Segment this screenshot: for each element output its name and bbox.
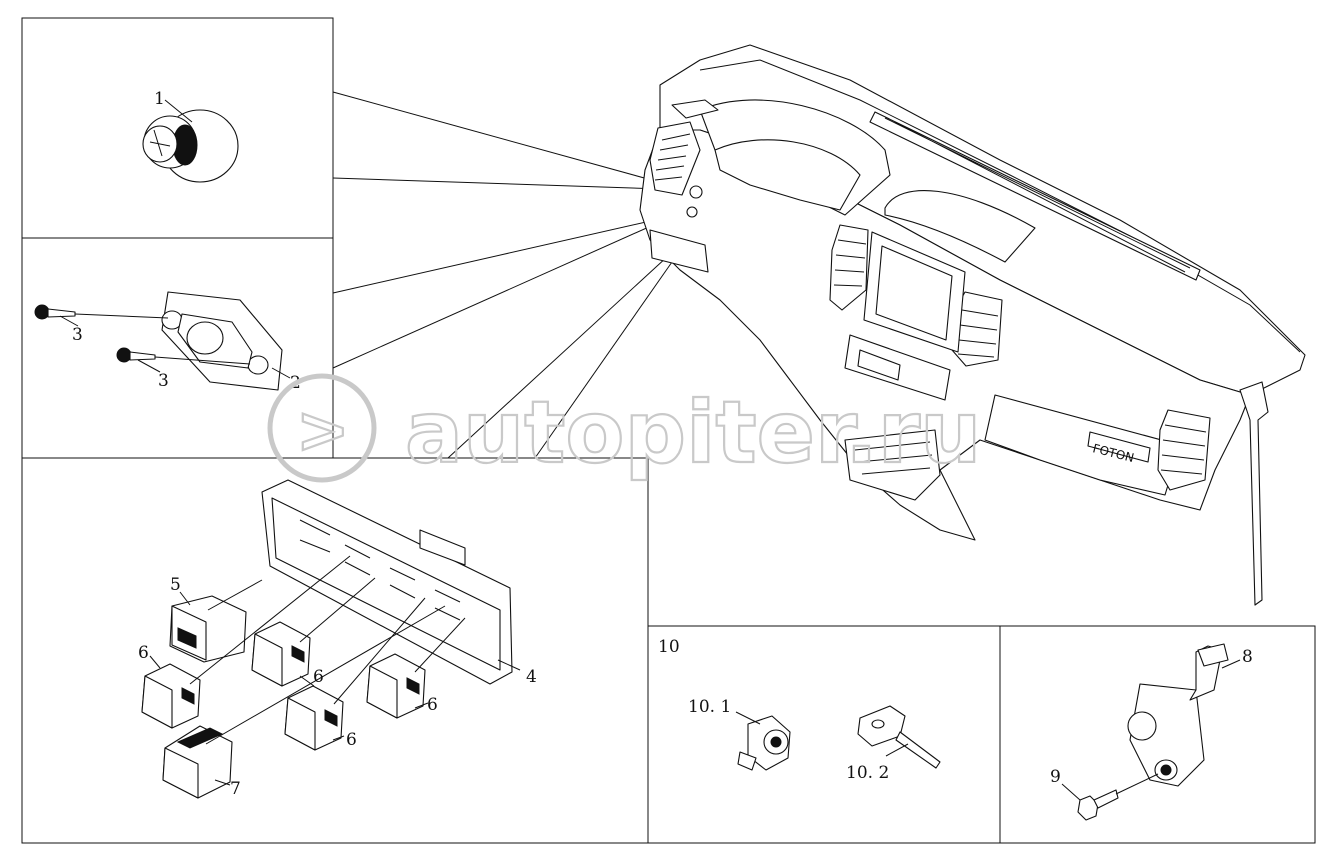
label-6c: 6: [346, 730, 357, 750]
leader-1: [332, 91, 696, 193]
label-4: 4: [526, 667, 537, 687]
lower-storage-net: [844, 429, 941, 501]
label-6d: 6: [427, 695, 438, 715]
leader-4b: [534, 261, 673, 459]
part-6-switch-a: 6: [138, 555, 351, 729]
part-10-2-key: 10. 2: [846, 705, 941, 783]
leader-lines: [332, 91, 696, 459]
frame-part-2-3: [21, 237, 334, 459]
label-7: 7: [230, 779, 241, 799]
part-9-bolt: 9: [1050, 767, 1159, 821]
panel-frames: [21, 17, 1316, 844]
label-6a: 6: [138, 643, 149, 663]
switch-mount-hole-2: [686, 206, 698, 218]
label-10-1: 10. 1: [688, 697, 731, 717]
leader-2a: [332, 177, 693, 191]
right-side-vent: [1157, 409, 1211, 491]
left-switch-bezel-slot: [649, 229, 709, 273]
part-10-1-lock-cylinder: 10. 1: [688, 697, 791, 771]
part-6-switch-b: 6: [251, 577, 376, 687]
frame-parts-8-9: [999, 625, 1316, 844]
label-10-2: 10. 2: [846, 763, 889, 783]
leader-3: [332, 221, 661, 369]
dash-top-ridge: [699, 59, 1301, 353]
watermark-logo-arrow: >: [296, 394, 350, 468]
centre-left-vent: [829, 224, 869, 311]
defrost-grille: [869, 111, 1201, 281]
label-3-upper: 3: [72, 325, 83, 345]
part-5-switch: 5: [169, 575, 263, 663]
label-1: 1: [154, 89, 165, 109]
leader-4a: [447, 255, 669, 459]
part-6-switch-c: 6: [284, 597, 426, 751]
watermark: > autopiter.ru: [267, 373, 982, 484]
part-3-screw-lower: 3: [116, 347, 251, 391]
label-5: 5: [170, 575, 181, 595]
label-6b: 6: [313, 667, 324, 687]
watermark-logo-circle: [267, 373, 377, 483]
part-7-switch: 7: [162, 605, 446, 799]
label-8: 8: [1242, 647, 1253, 667]
part-10-ignition-set: 10 10. 1 10. 2: [658, 637, 941, 783]
leader-2b: [332, 211, 691, 294]
cluster-opening: [714, 139, 861, 211]
part-4-switch-bezel: 4: [261, 479, 537, 687]
left-top-vent: [671, 99, 719, 119]
top-storage-pocket: [884, 190, 1036, 263]
part-3-screw-upper: 3: [34, 304, 169, 345]
label-3-lower: 3: [158, 371, 169, 391]
dashboard-assembly: FOTON: [639, 44, 1306, 606]
part-8-sensor-switch: 8: [1127, 643, 1253, 787]
label-9: 9: [1050, 767, 1061, 787]
right-end-bracket: [1239, 381, 1269, 606]
part-1-light-switch: 1: [142, 89, 239, 183]
switch-mount-hole-1: [689, 185, 703, 199]
brand-badge: [1087, 431, 1151, 463]
part-2-mirror-switch: 2: [161, 291, 301, 393]
label-10: 10: [658, 637, 680, 657]
watermark-text: autopiter.ru: [405, 383, 981, 483]
part-6-switch-d: 6: [366, 617, 466, 719]
frame-part-10: [647, 625, 1001, 844]
